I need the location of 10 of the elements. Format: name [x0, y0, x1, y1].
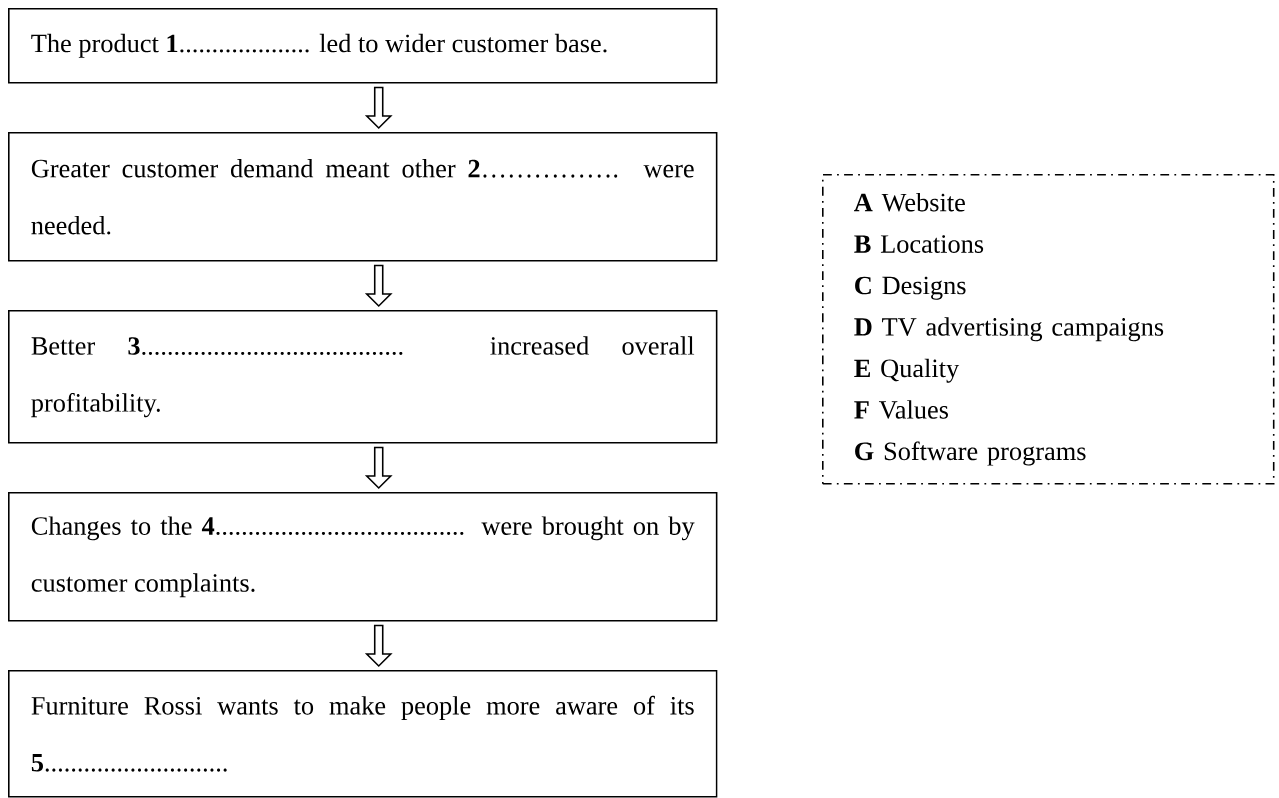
block-arrow: [364, 624, 393, 668]
block-arrow: [364, 86, 393, 130]
process-box: Better 3........................................ increased overall profitability.: [8, 310, 718, 444]
process-box: Changes to the 4...................................... were brought on by customer complaints.: [8, 492, 718, 622]
block-arrow: [364, 264, 393, 308]
block-arrow: [364, 446, 393, 490]
process-box: The product 1.................... led to wider customer base.: [8, 8, 718, 84]
process-box: Greater customer demand meant other 2……………. were needed.: [8, 132, 718, 262]
process-box: Furniture Rossi wants to make people more aware of its 5............................: [8, 670, 718, 798]
option-list-box: A Website B Locations C Designs D TV advertising campaigns E Quality F Values G Software programs: [822, 174, 1275, 485]
